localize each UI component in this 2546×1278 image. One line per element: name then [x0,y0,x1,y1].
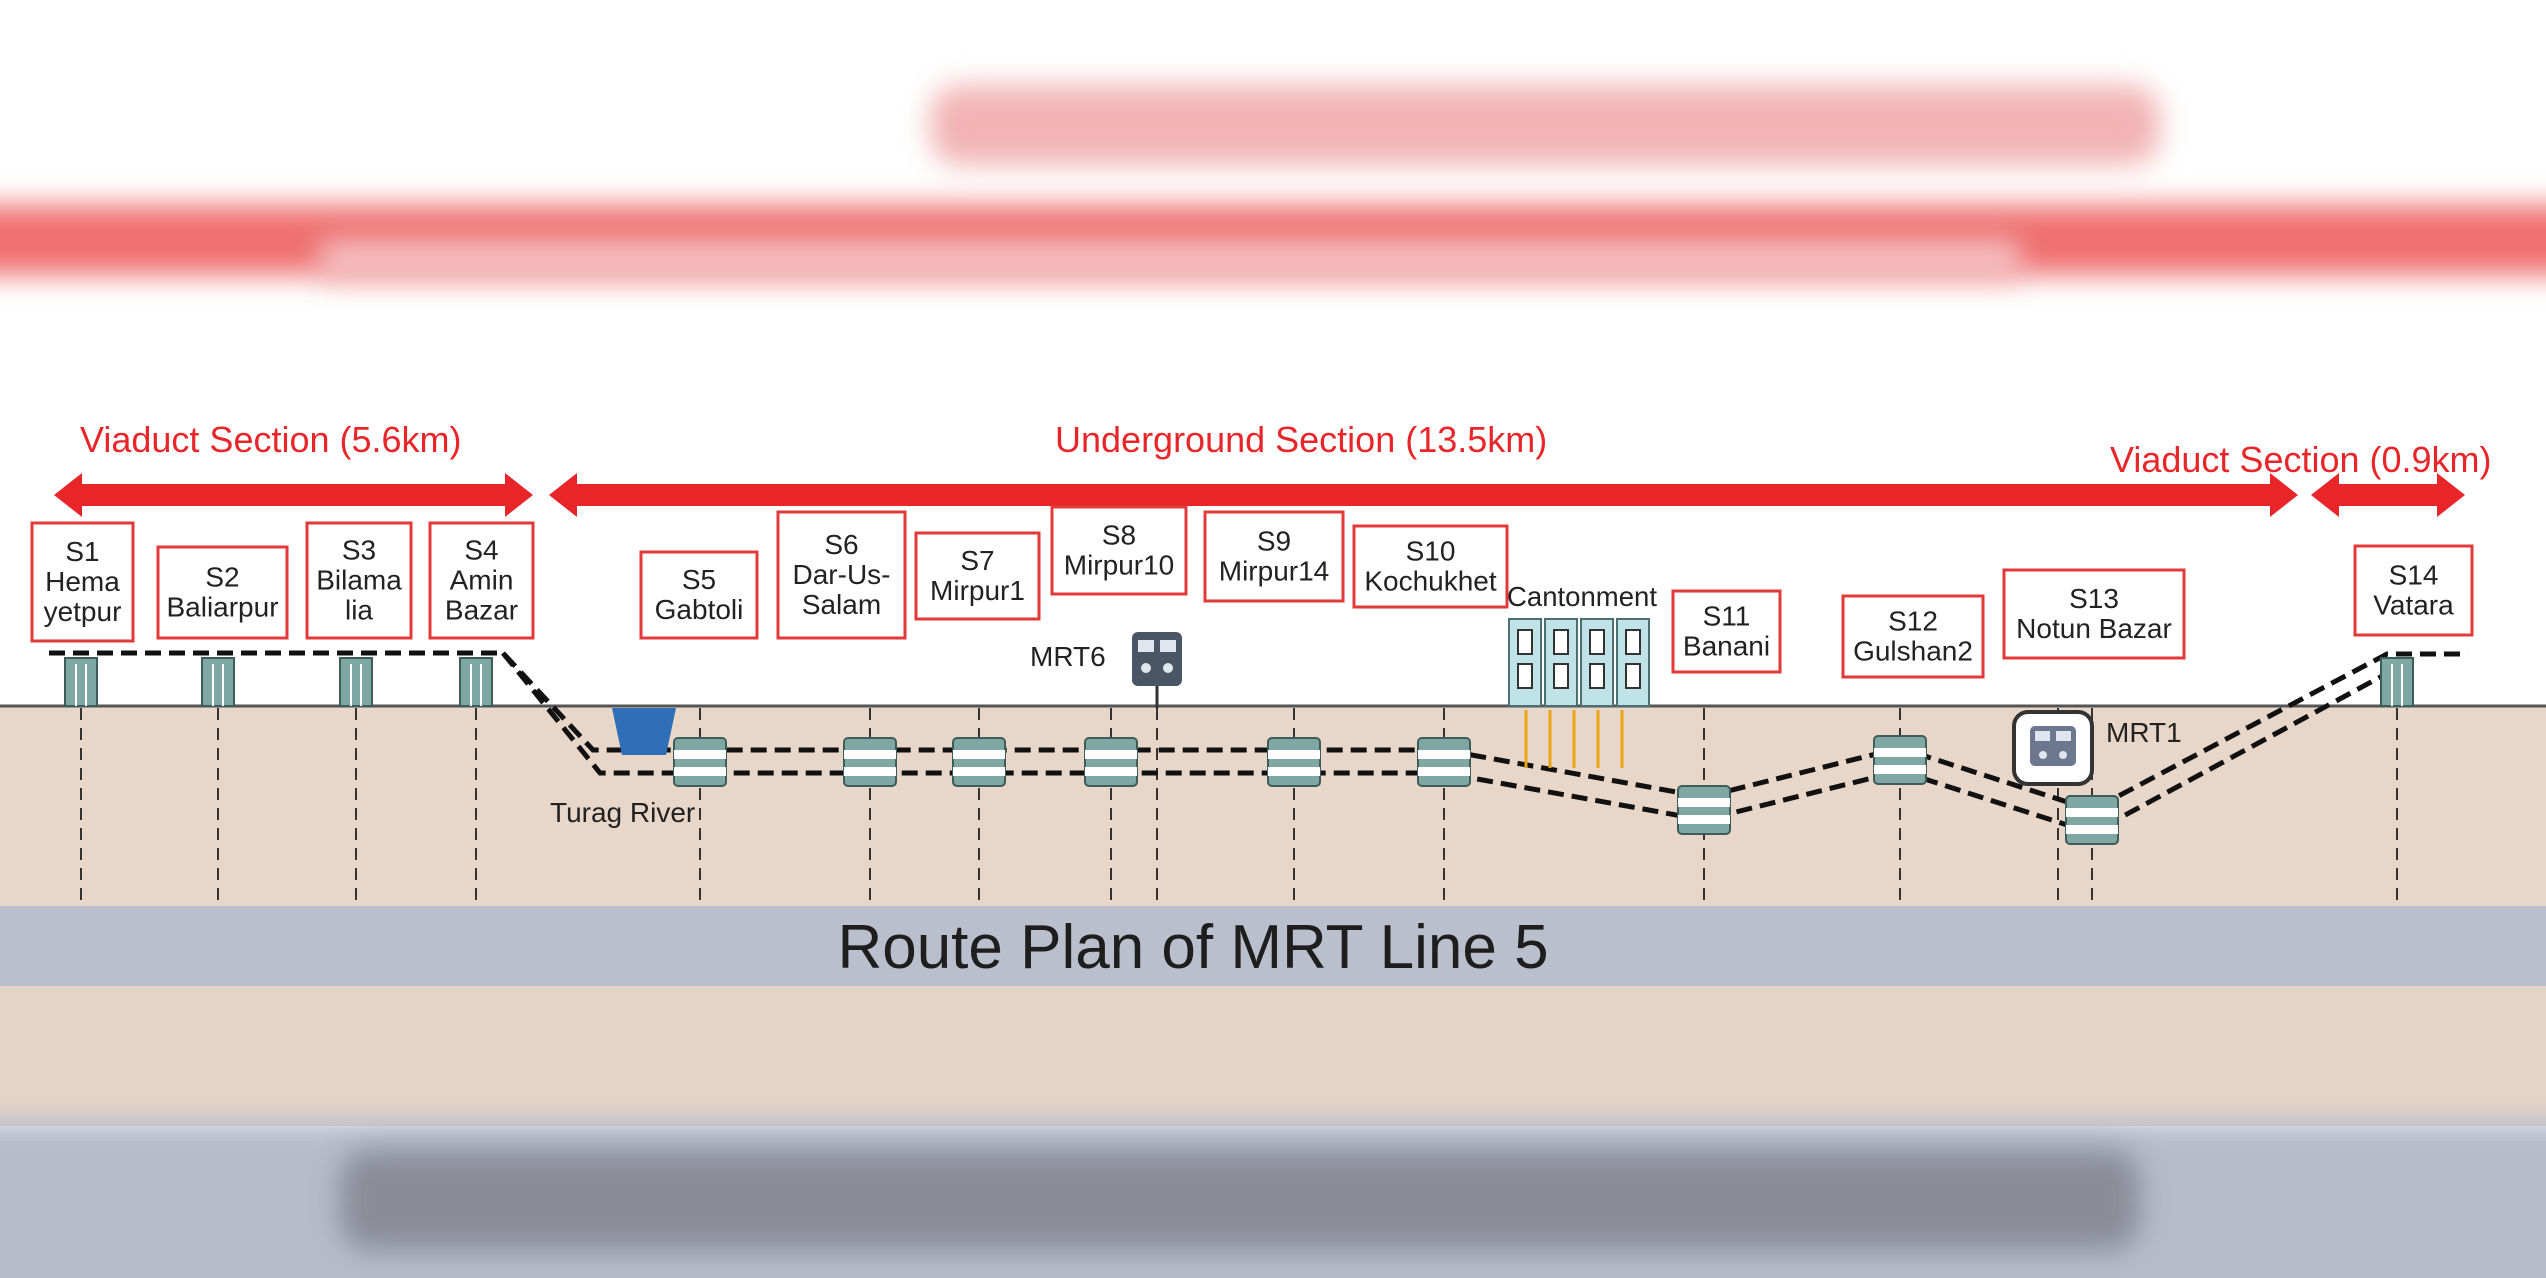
underground-station-icon [843,737,897,787]
viaduct-pillar-icon [201,657,235,707]
station-name: Notun Bazar [2016,613,2172,644]
station-label-box [1352,524,1509,609]
station-label-box [914,531,1041,621]
station-label-box [305,521,413,640]
station-label-box [639,550,759,640]
underground-station-icon [1267,737,1321,787]
station-code: S14 [2389,560,2439,591]
station-name: Banani [1683,631,1770,662]
station-label-box [156,545,289,640]
station-code: S9 [1257,526,1291,557]
station-code: S1 [65,536,99,567]
viaduct-pillar-icon [459,657,493,707]
station-name: Amin [450,565,514,596]
section-label-viaduct-east: Viaduct Section (0.9km) [2110,439,2492,480]
blurred-header [0,0,2546,310]
station-code: S2 [205,562,239,593]
viaduct-pillar-icon [64,657,98,707]
station-label-box [1050,505,1188,596]
blurred-footer [0,986,2546,1278]
station-code: S7 [960,545,994,576]
underground-station-icon [1417,737,1471,787]
station-name: Mirpur14 [1219,556,1329,587]
station-name: Gulshan2 [1853,636,1973,667]
cantonment-label: Cantonment [1507,581,1657,612]
section-arrow [54,473,533,517]
station-code: S8 [1102,520,1136,551]
station-label-box [30,521,135,643]
cantonment-buildings-icon [1508,618,1650,768]
station-code: S11 [1703,601,1751,632]
viaduct-pillar-icon [2380,657,2414,707]
station-label-box [776,510,907,640]
underground-station-icon [952,737,1006,787]
station-name: yetpur [44,596,122,627]
underground-station-icon [1677,785,1731,835]
station-code: S3 [342,535,376,566]
station-name: Hema [45,566,120,597]
station-name: Mirpur1 [930,575,1025,606]
station-name: Mirpur10 [1064,550,1174,581]
station-name: Baliarpur [166,592,278,623]
station-label-box [1203,510,1345,603]
river-icon [612,708,676,755]
station-code: S12 [1888,606,1938,637]
station-code: S5 [682,564,716,595]
underground-station-icon [2065,795,2119,845]
station-name: Bilama [316,565,402,596]
station-code: S4 [464,535,498,566]
station-name: Gabtoli [655,594,744,625]
station-code: S6 [824,529,858,560]
station-name: Dar-Us- [793,559,891,590]
underground-station-icon [1084,737,1138,787]
caption-band [0,906,2546,986]
mrt1-train-icon [2012,710,2094,786]
station-label-box [1671,589,1782,674]
station-label-box [1841,594,1985,679]
mrt6-label: MRT6 [1030,641,1106,672]
station-name: Kochukhet [1364,566,1497,597]
diagram-caption: Route Plan of MRT Line 5 [837,913,1548,982]
station-label-box [2002,568,2186,660]
underground-station-icon [1873,735,1927,785]
station-name: lia [345,595,373,626]
station-code: S13 [2069,583,2119,614]
mrt1-label: MRT1 [2106,717,2182,748]
section-label-viaduct-west: Viaduct Section (5.6km) [80,419,462,460]
station-label-box [428,521,535,640]
section-label-underground: Underground Section (13.5km) [1055,419,1547,460]
viaduct-pillar-icon [339,657,373,707]
river-label: Turag River [550,797,695,828]
stations: S1HemayetpurS2BaliarpurS3BilamaliaS4Amin… [30,505,2474,845]
underground-station-icon [673,737,727,787]
section-arrow [549,473,2298,517]
station-name: Salam [802,589,881,620]
station-code: S10 [1406,536,1456,567]
station-label-box [2353,544,2474,637]
station-name: Bazar [445,595,518,626]
station-guide-lines [80,708,2398,906]
mrt6-train-icon [1132,632,1182,708]
section-arrow [2311,473,2465,517]
station-name: Vatara [2373,590,2454,621]
section-arrows [54,473,2465,517]
